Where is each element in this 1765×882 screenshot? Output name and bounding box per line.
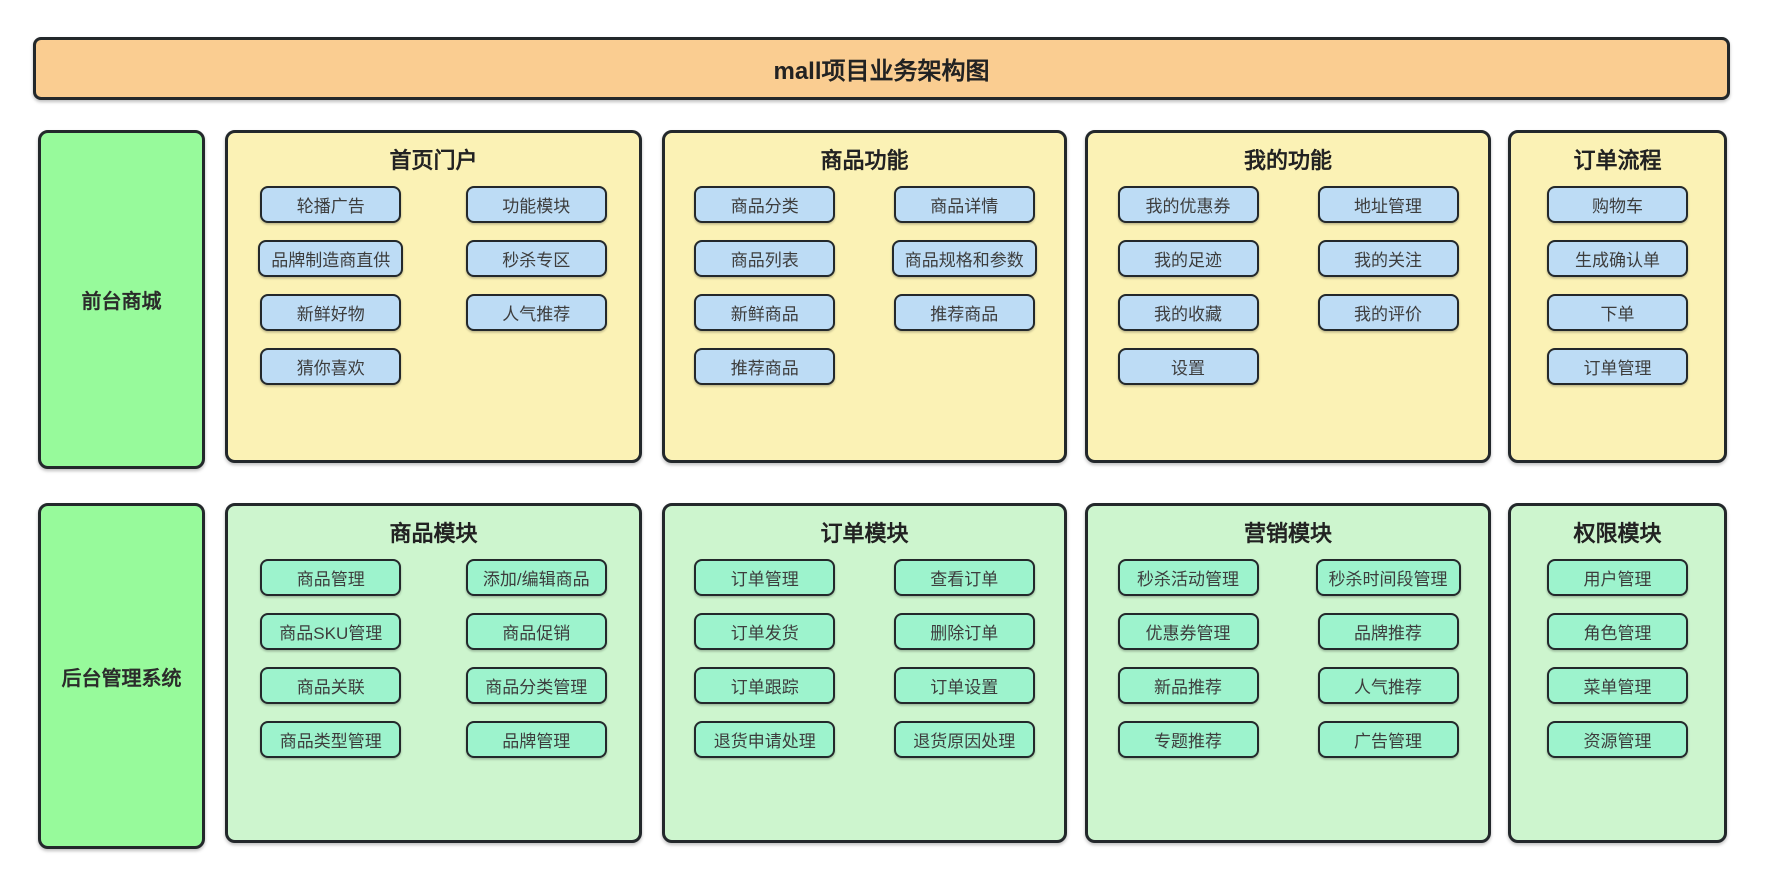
feature-node[interactable]: 人气推荐 [1317,667,1459,704]
feature-node[interactable]: 购物车 [1547,186,1688,223]
row-label-frontend: 前台商城 [38,130,205,469]
panel-product-features: 商品功能 商品分类商品详情商品列表商品规格和参数新鲜商品推荐商品推荐商品 [662,130,1067,463]
feature-node[interactable]: 我的关注 [1317,240,1459,277]
feature-node[interactable]: 角色管理 [1547,613,1688,650]
panel-order-flow: 订单流程 购物车生成确认单下单订单管理 [1508,130,1727,463]
frontend-row: 前台商城 首页门户 轮播广告 功能模块品牌制造商直供 秒杀专区新鲜好物 人气推荐猜你喜… [0,130,1765,469]
feature-node[interactable]: 地址管理 [1317,186,1459,223]
panel-title: 订单模块 [820,521,909,546]
feature-node[interactable]: 秒杀时间段管理 [1315,559,1461,596]
feature-node[interactable]: 秒杀活动管理 [1117,559,1259,596]
panel-title: 权限模块 [1573,521,1662,546]
panel-title: 商品模块 [389,521,478,546]
row-label-text: 前台商城 [81,291,162,313]
feature-node[interactable]: 人气推荐 [465,294,607,331]
feature-node[interactable]: 设置 [1117,348,1259,385]
backend-row: 后台管理系统 商品模块 商品管理添加/编辑商品商品SKU管理商品促销商品关联商品… [0,503,1765,849]
feature-node[interactable]: 订单管理 [1547,348,1688,385]
feature-node[interactable]: 用户管理 [1547,559,1688,596]
feature-node[interactable]: 商品类型管理 [260,721,402,758]
feature-node[interactable]: 推荐商品 [893,294,1035,331]
feature-node[interactable]: 新品推荐 [1117,667,1259,704]
chip-grid: 购物车生成确认单下单订单管理 [1511,186,1724,385]
feature-node[interactable]: 退货申请处理 [694,721,836,758]
row-label-text: 后台管理系统 [61,667,182,690]
feature-node[interactable]: 生成确认单 [1547,240,1688,277]
feature-node[interactable]: 商品管理 [260,559,402,596]
panel-title: 首页门户 [389,148,478,173]
feature-node[interactable]: 商品分类管理 [465,667,607,704]
panel-title: 我的功能 [1243,148,1332,173]
feature-node[interactable]: 商品详情 [893,186,1035,223]
feature-node[interactable]: 猜你喜欢 [260,348,402,385]
feature-node[interactable]: 品牌推荐 [1317,613,1459,650]
feature-node[interactable]: 商品SKU管理 [260,613,402,650]
chip-grid: 秒杀活动管理 秒杀时间段管理优惠券管理 品牌推荐新品推荐 人气推荐专题推荐 广告管理 [1088,559,1488,758]
diagram-title: mall项目业务架构图 [773,58,990,85]
feature-node[interactable]: 添加/编辑商品 [465,559,607,596]
feature-node[interactable]: 商品规格和参数 [891,240,1037,277]
panel-my-features: 我的功能 我的优惠券 地址管理我的足迹 我的关注我的收藏 我的评价设置 [1085,130,1491,463]
feature-node[interactable]: 我的收藏 [1117,294,1259,331]
feature-node[interactable]: 功能模块 [465,186,607,223]
feature-node[interactable]: 商品分类 [694,186,836,223]
diagram-title-banner: mall项目业务架构图 [33,37,1730,100]
feature-node[interactable]: 订单管理 [694,559,836,596]
feature-node[interactable]: 订单跟踪 [694,667,836,704]
feature-node[interactable]: 专题推荐 [1117,721,1259,758]
feature-node[interactable]: 我的足迹 [1117,240,1259,277]
chip-grid: 我的优惠券 地址管理我的足迹 我的关注我的收藏 我的评价设置 [1088,186,1488,385]
feature-node[interactable]: 商品列表 [694,240,836,277]
feature-node[interactable]: 品牌管理 [465,721,607,758]
panel-order-module: 订单模块 订单管理 查看订单订单发货 删除订单订单跟踪 订单设置退货申请处理 退货原因处… [662,503,1067,843]
panel-marketing-module: 营销模块 秒杀活动管理 秒杀时间段管理优惠券管理 品牌推荐新品推荐 人气推荐专题推荐 广… [1085,503,1491,843]
panel-home-portal: 首页门户 轮播广告 功能模块品牌制造商直供 秒杀专区新鲜好物 人气推荐猜你喜欢 [225,130,642,463]
feature-node[interactable]: 新鲜好物 [260,294,402,331]
row-label-backend: 后台管理系统 [38,503,205,849]
feature-node[interactable]: 订单发货 [694,613,836,650]
feature-node[interactable]: 商品关联 [260,667,402,704]
chip-grid: 商品管理 添加/编辑商品商品SKU管理 商品促销商品关联 商品分类管理商品类型管理 品牌… [228,559,639,758]
chip-grid: 轮播广告 功能模块品牌制造商直供 秒杀专区新鲜好物 人气推荐猜你喜欢 [228,186,639,385]
feature-node[interactable]: 下单 [1547,294,1688,331]
feature-node[interactable]: 新鲜商品 [694,294,836,331]
feature-node[interactable]: 秒杀专区 [465,240,607,277]
feature-node[interactable]: 删除订单 [893,613,1035,650]
panel-permission-module: 权限模块 用户管理角色管理菜单管理资源管理 [1508,503,1727,843]
feature-node[interactable]: 退货原因处理 [893,721,1035,758]
feature-node[interactable]: 查看订单 [893,559,1035,596]
panel-title: 营销模块 [1243,521,1332,546]
feature-node[interactable]: 广告管理 [1317,721,1459,758]
feature-node[interactable]: 我的优惠券 [1117,186,1259,223]
feature-node[interactable]: 轮播广告 [260,186,402,223]
feature-node[interactable]: 商品促销 [465,613,607,650]
feature-node[interactable]: 菜单管理 [1547,667,1688,704]
feature-node[interactable]: 订单设置 [893,667,1035,704]
chip-grid: 商品分类商品详情商品列表商品规格和参数新鲜商品推荐商品推荐商品 [665,186,1064,385]
feature-node[interactable]: 优惠券管理 [1117,613,1259,650]
feature-node[interactable]: 品牌制造商直供 [258,240,404,277]
feature-node[interactable]: 资源管理 [1547,721,1688,758]
chip-grid: 订单管理 查看订单订单发货 删除订单订单跟踪 订单设置退货申请处理 退货原因处理 [665,559,1064,758]
feature-node[interactable]: 推荐商品 [694,348,836,385]
panel-title: 订单流程 [1573,148,1662,173]
chip-grid: 用户管理角色管理菜单管理资源管理 [1511,559,1724,758]
panel-title: 商品功能 [820,148,909,173]
feature-node[interactable]: 我的评价 [1317,294,1459,331]
panel-product-module: 商品模块 商品管理 添加/编辑商品商品SKU管理 商品促销商品关联 商品分类管理商品类… [225,503,642,843]
